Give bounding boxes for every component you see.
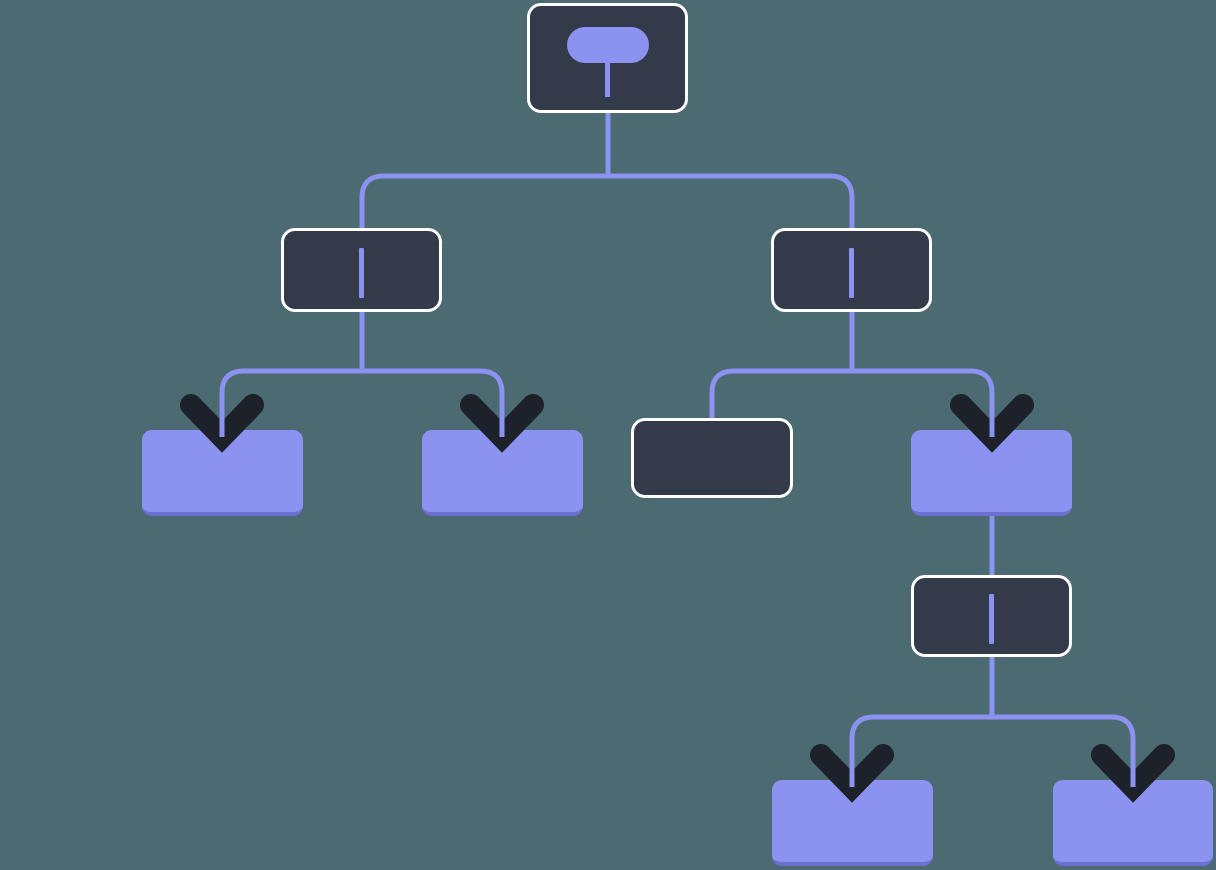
vertical-bar-icon bbox=[359, 248, 364, 298]
node-l4[interactable] bbox=[911, 575, 1072, 657]
pill-with-stem-icon bbox=[566, 27, 649, 97]
node-l2-right[interactable] bbox=[771, 228, 932, 312]
node-l3-d[interactable] bbox=[911, 430, 1072, 516]
node-l5-a[interactable] bbox=[772, 780, 933, 866]
node-l3-a[interactable] bbox=[142, 430, 303, 516]
node-l3-c[interactable] bbox=[631, 418, 793, 498]
node-root[interactable] bbox=[527, 3, 688, 113]
node-l3-b[interactable] bbox=[422, 430, 583, 516]
vertical-bar-icon bbox=[849, 248, 854, 298]
node-l5-b[interactable] bbox=[1053, 780, 1213, 866]
node-l2-left[interactable] bbox=[281, 228, 442, 312]
vertical-bar-icon bbox=[989, 594, 994, 644]
